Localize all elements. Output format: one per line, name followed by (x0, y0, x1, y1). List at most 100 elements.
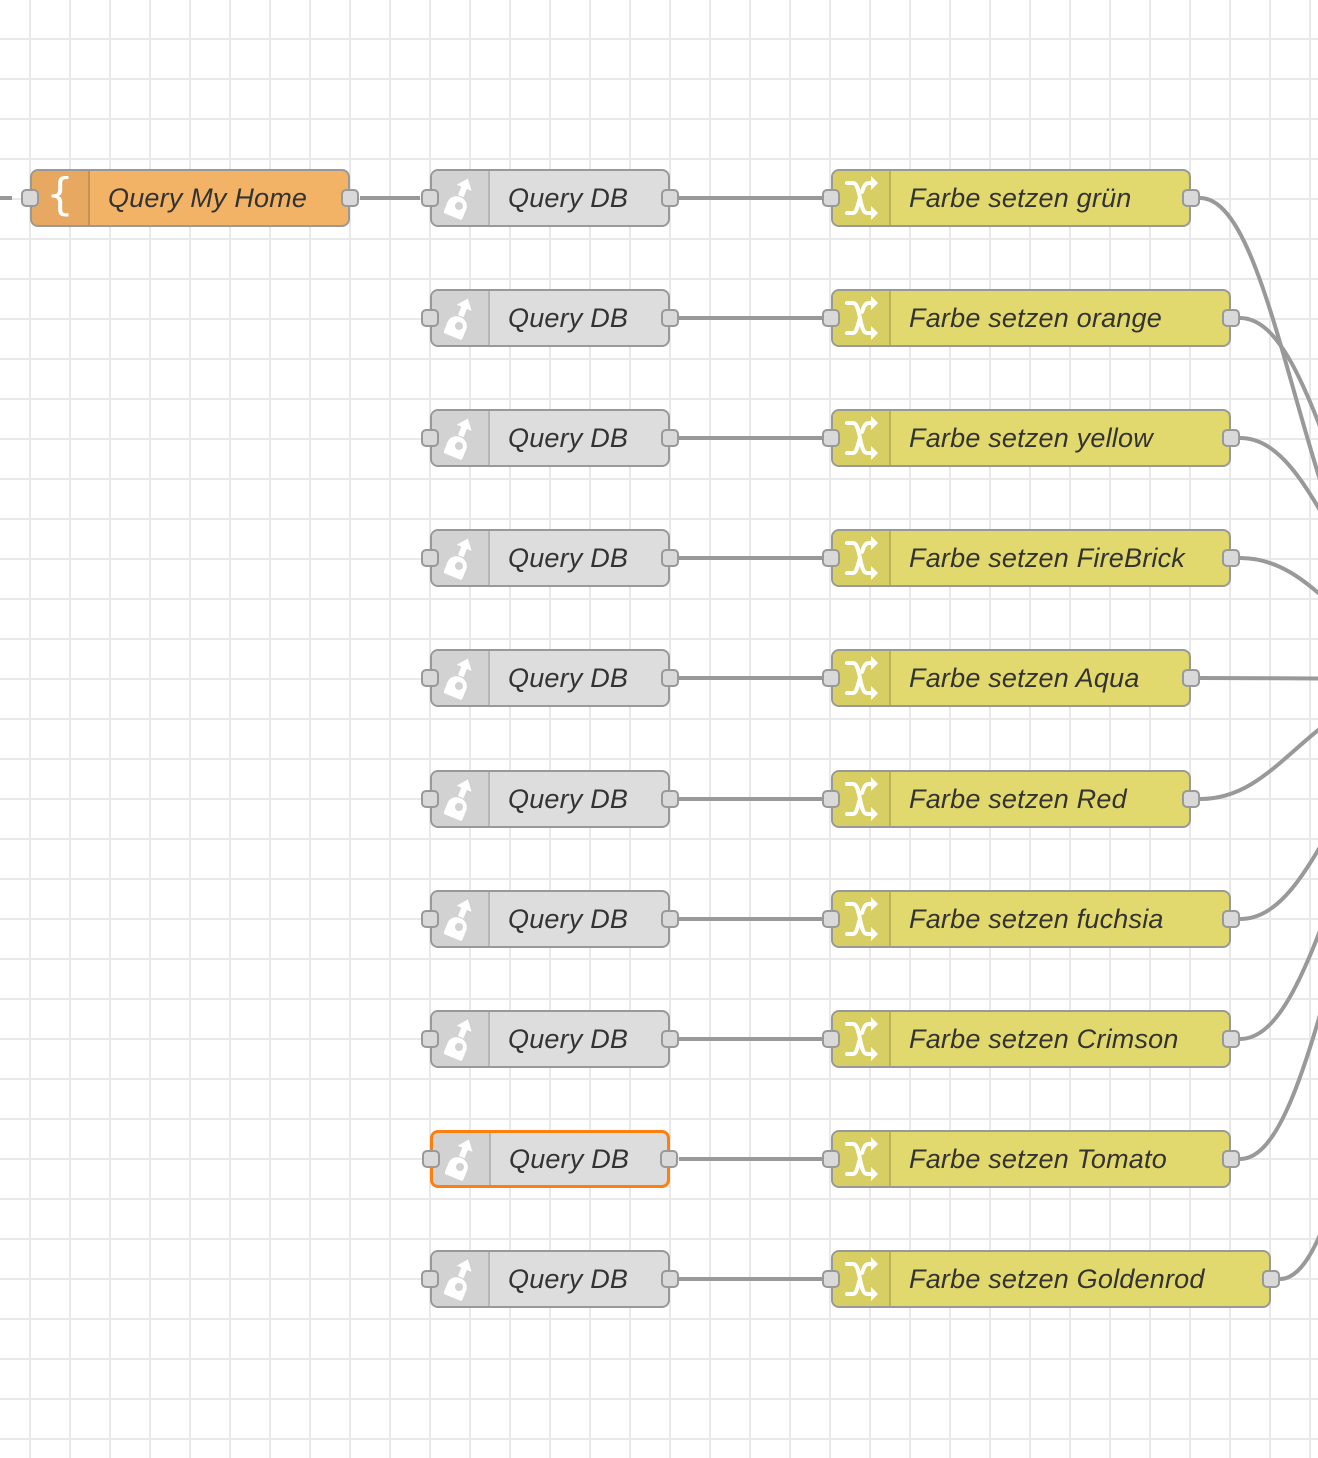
output-port[interactable] (1262, 1270, 1280, 1288)
input-port[interactable] (21, 189, 39, 207)
query-db-node[interactable]: Query DB (421, 169, 679, 227)
change-node-2[interactable]: Farbe setzen orange (822, 289, 1240, 347)
shuffle-icon (845, 416, 878, 460)
input-port[interactable] (421, 669, 439, 687)
change-node-3-label: Farbe setzen yellow (909, 422, 1153, 453)
query-db-node-label: Query DB (509, 1143, 630, 1174)
query-db-node[interactable]: Query DB (421, 1250, 679, 1308)
output-port[interactable] (1222, 910, 1240, 928)
change-node-6[interactable]: Farbe setzen Red (822, 770, 1200, 828)
mongodb-icon (443, 658, 472, 700)
wire-change-to-next[interactable] (1279, 679, 1318, 1281)
input-port[interactable] (422, 1150, 440, 1168)
change-node-2-label: Farbe setzen orange (909, 302, 1162, 333)
query-db-node[interactable]: Query DB (421, 289, 679, 347)
input-port[interactable] (822, 910, 840, 928)
change-node-9[interactable]: Farbe setzen Tomato (822, 1130, 1240, 1188)
wire-change-to-next[interactable] (1239, 436, 1318, 679)
input-port[interactable] (421, 910, 439, 928)
input-port[interactable] (421, 429, 439, 447)
input-port[interactable] (822, 669, 840, 687)
change-node-10-label: Farbe setzen Goldenrod (909, 1263, 1205, 1294)
query-db-node-icon-box (432, 171, 490, 225)
output-port[interactable] (1222, 429, 1240, 447)
output-port[interactable] (661, 1270, 679, 1288)
change-node-8-label: Farbe setzen Crimson (909, 1023, 1179, 1054)
input-port[interactable] (421, 1270, 439, 1288)
wire-change-to-next[interactable] (1239, 556, 1318, 679)
input-port[interactable] (421, 309, 439, 327)
mongodb-icon (443, 418, 472, 460)
change-node-7-icon-box (833, 892, 891, 946)
query-db-node-icon-box (432, 651, 490, 705)
output-port[interactable] (341, 189, 359, 207)
input-port[interactable] (822, 189, 840, 207)
change-node-7[interactable]: Farbe setzen fuchsia (822, 890, 1240, 948)
wire-change-to-next[interactable] (1239, 316, 1318, 679)
query-db-node[interactable]: Query DB (421, 770, 679, 828)
mongodb-icon (443, 538, 472, 580)
change-node-4[interactable]: Farbe setzen FireBrick (822, 529, 1240, 587)
input-port[interactable] (421, 189, 439, 207)
input-port[interactable] (421, 549, 439, 567)
change-node-1-label: Farbe setzen grün (909, 182, 1132, 213)
output-port[interactable] (1182, 790, 1200, 808)
change-node-10-icon-box (833, 1252, 891, 1306)
input-port[interactable] (421, 790, 439, 808)
query-db-node-icon-box (432, 1252, 490, 1306)
output-port[interactable] (661, 189, 679, 207)
output-port[interactable] (660, 1150, 678, 1168)
wire-change-to-next[interactable] (1239, 679, 1318, 921)
query-db-node[interactable]: Query DB (421, 890, 679, 948)
output-port[interactable] (1182, 669, 1200, 687)
input-port[interactable] (822, 790, 840, 808)
query-db-node-label: Query DB (508, 1023, 629, 1054)
input-port[interactable] (822, 1270, 840, 1288)
wire-change-to-next[interactable] (1239, 679, 1318, 1041)
output-port[interactable] (661, 309, 679, 327)
wire-change-to-next[interactable] (1199, 679, 1318, 801)
query-db-node[interactable]: Query DB (421, 649, 679, 707)
output-port[interactable] (1222, 549, 1240, 567)
query-db-node-icon-box (432, 291, 490, 345)
query-db-node-label: Query DB (508, 302, 629, 333)
shuffle-icon (845, 1257, 878, 1301)
output-port[interactable] (661, 669, 679, 687)
change-node-5[interactable]: Farbe setzen Aqua (822, 649, 1200, 707)
input-port[interactable] (822, 1150, 840, 1168)
output-port[interactable] (661, 1030, 679, 1048)
input-port[interactable] (822, 309, 840, 327)
query-db-node-label: Query DB (508, 422, 629, 453)
change-node-6-icon-box (833, 772, 891, 826)
output-port[interactable] (661, 429, 679, 447)
output-port[interactable] (661, 910, 679, 928)
shuffle-icon (845, 176, 878, 220)
output-port[interactable] (1222, 1150, 1240, 1168)
output-port[interactable] (661, 549, 679, 567)
query-db-node-label: Query DB (508, 182, 629, 213)
shuffle-icon (845, 656, 878, 700)
change-node-5-icon-box (833, 651, 891, 705)
change-node-3[interactable]: Farbe setzen yellow (822, 409, 1240, 467)
change-node-10[interactable]: Farbe setzen Goldenrod (822, 1250, 1280, 1308)
input-port[interactable] (822, 1030, 840, 1048)
input-port[interactable] (822, 549, 840, 567)
output-port[interactable] (1222, 309, 1240, 327)
change-node-8[interactable]: Farbe setzen Crimson (822, 1010, 1240, 1068)
query-db-node[interactable]: Query DB (421, 529, 679, 587)
wire-change-to-next[interactable] (1199, 676, 1318, 681)
shuffle-icon (845, 536, 878, 580)
template-node-query-my-home[interactable]: {Query My Home (21, 169, 359, 227)
query-db-node[interactable]: Query DB (422, 1130, 678, 1188)
output-port[interactable] (1182, 189, 1200, 207)
query-db-node-icon-box (432, 772, 490, 826)
change-node-1[interactable]: Farbe setzen grün (822, 169, 1200, 227)
query-db-node[interactable]: Query DB (421, 409, 679, 467)
output-port[interactable] (661, 790, 679, 808)
wire-change-to-next[interactable] (1239, 679, 1318, 1161)
query-db-node[interactable]: Query DB (421, 1010, 679, 1068)
shuffle-icon (845, 897, 878, 941)
output-port[interactable] (1222, 1030, 1240, 1048)
input-port[interactable] (822, 429, 840, 447)
input-port[interactable] (421, 1030, 439, 1048)
